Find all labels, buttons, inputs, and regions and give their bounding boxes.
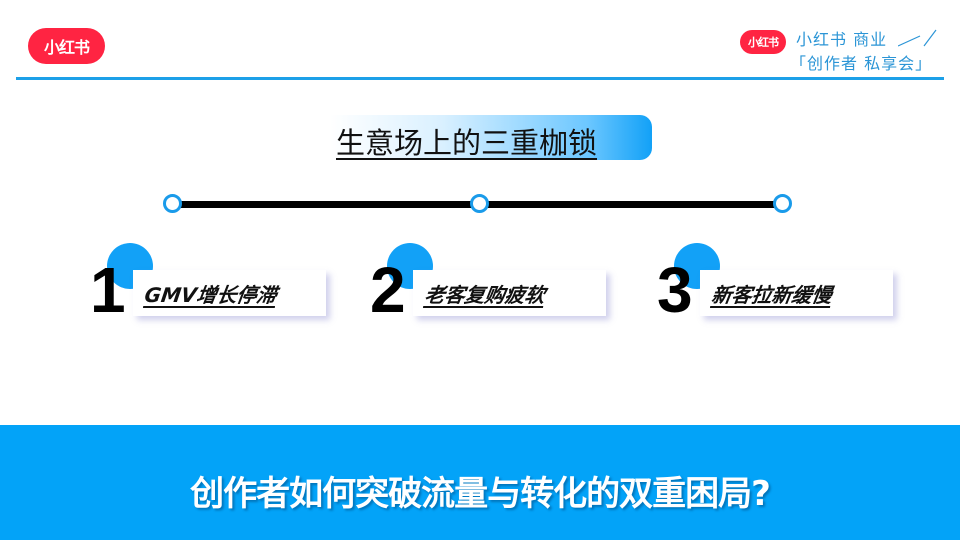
issue-label: 新客拉新缓慢: [710, 283, 834, 307]
slide-title: 生意场上的三重枷锁: [330, 115, 652, 160]
brand-title: 小红书 商业: [796, 30, 888, 49]
issue-item-3: 3 新客拉新缓慢: [652, 243, 912, 333]
footer-band: [0, 425, 960, 540]
issue-label: 老客复购疲软: [423, 283, 547, 307]
timeline-node-1: [163, 194, 182, 213]
issue-number: 2: [370, 254, 406, 326]
timeline-node-2: [470, 194, 489, 213]
timeline-node-3: [773, 194, 792, 213]
issue-item-1: 1 GMV增长停滞: [85, 243, 345, 333]
footer-question: 创作者如何突破流量与转化的双重困局?: [190, 474, 771, 514]
brand-lockup: 小红书 小红书 商业 「创作者 私享会」: [740, 24, 950, 76]
xiaohongshu-small-logo: 小红书: [740, 30, 786, 54]
issue-number: 1: [90, 254, 126, 326]
decorative-slashes-icon: [898, 29, 937, 47]
issue-card: [700, 270, 893, 316]
issue-card: [413, 270, 606, 316]
header-divider: [16, 77, 944, 80]
xiaohongshu-logo: 小红书: [28, 28, 105, 64]
title-gradient-background: [330, 115, 652, 160]
issue-number: 3: [657, 254, 693, 326]
issue-card: [133, 270, 326, 316]
brand-subtitle: 「创作者 私享会」: [790, 54, 933, 73]
slide-title-text: 生意场上的三重枷锁: [336, 126, 598, 160]
issue-item-2: 2 老客复购疲软: [365, 243, 625, 333]
issue-label: GMV增长停滞: [143, 283, 279, 307]
